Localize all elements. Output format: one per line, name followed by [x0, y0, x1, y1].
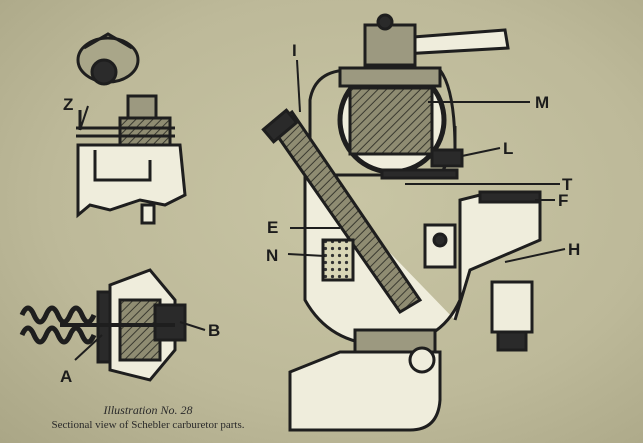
label-b: B	[208, 321, 220, 340]
leader-lines	[74, 59, 566, 361]
caption-description: Sectional view of Schebler carburetor pa…	[51, 419, 244, 431]
label-f: F	[558, 191, 568, 210]
carburetor-section	[261, 13, 542, 432]
label-i: I	[292, 41, 297, 60]
label-e: E	[267, 218, 278, 237]
label-n: N	[266, 246, 278, 265]
label-t: T	[562, 175, 573, 194]
label-h: H	[568, 240, 580, 259]
label-m: M	[535, 93, 549, 112]
label-l: L	[503, 139, 513, 158]
caption-illustration-number: Illustration No. 28	[102, 403, 192, 417]
valve-cap-detail	[76, 32, 140, 130]
valve-body-detail	[76, 94, 187, 225]
label-a: A	[60, 367, 72, 386]
label-z: Z	[63, 95, 73, 114]
spring-valve-detail	[19, 268, 187, 382]
